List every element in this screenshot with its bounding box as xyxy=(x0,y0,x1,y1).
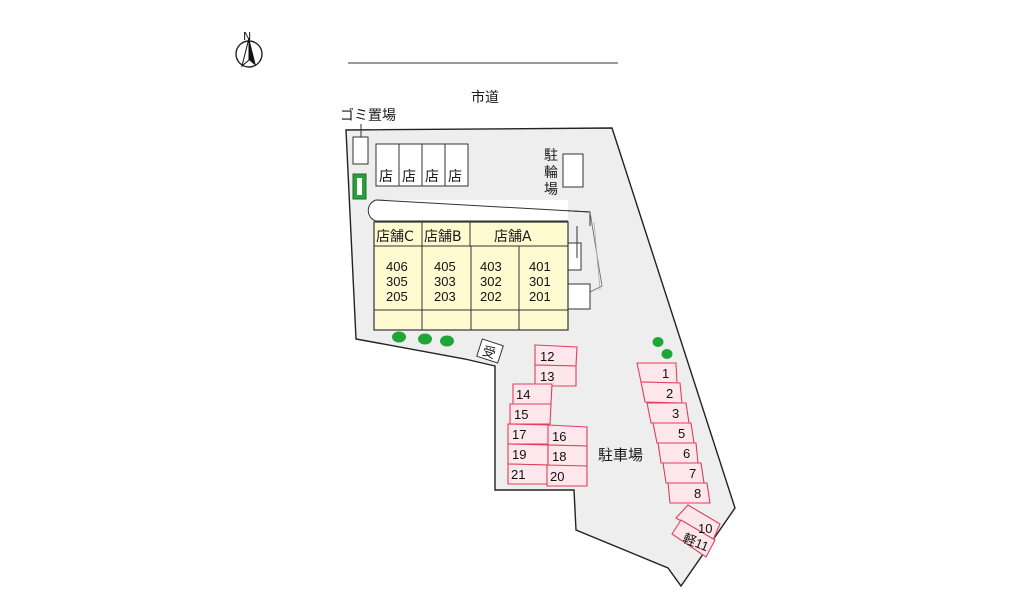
stall-7: 7 xyxy=(689,466,696,481)
unit-203: 203 xyxy=(434,289,456,304)
parking-stall xyxy=(657,442,699,464)
parking-stall xyxy=(534,364,577,387)
parking-stall xyxy=(509,403,552,425)
parking-stall xyxy=(636,362,678,384)
small-shop-label-3: 店 xyxy=(425,169,439,185)
bike-parking-char-3: 場 xyxy=(544,182,558,198)
right-parking-stalls xyxy=(636,362,721,558)
unit-302: 302 xyxy=(480,274,502,289)
reception-mark-label: 受 xyxy=(480,344,497,362)
tree-icon xyxy=(418,333,432,345)
stall-5: 5 xyxy=(678,426,685,441)
tree-icon xyxy=(392,331,406,343)
stall-14: 14 xyxy=(516,387,530,402)
stall-15: 15 xyxy=(514,407,528,422)
tree-icon xyxy=(661,349,673,359)
parking-stall xyxy=(546,464,588,487)
unit-401: 401 xyxy=(529,259,551,274)
main-building: 店舗C 店舗B 店舗A 406 305 205 405 303 203 403 … xyxy=(373,221,569,331)
shop-a-label: 店舗A xyxy=(494,229,532,245)
unit-403: 403 xyxy=(480,259,502,274)
parking-stall xyxy=(652,422,695,444)
stall-10: 10 xyxy=(698,521,712,536)
road-label: 市道 xyxy=(471,89,499,106)
trees xyxy=(392,331,673,359)
shop-c-label: 店舗C xyxy=(376,229,414,245)
unit-205: 205 xyxy=(386,289,408,304)
stall-6: 6 xyxy=(683,446,690,461)
bike-parking-char-2: 輪 xyxy=(544,164,558,181)
stall-19: 19 xyxy=(512,447,526,462)
stall-8: 8 xyxy=(694,486,701,501)
small-shop-row: 店 店 店 店 xyxy=(375,143,469,187)
reception-mark: 受 xyxy=(476,338,504,364)
small-shop-label-1: 店 xyxy=(379,169,393,185)
stall-1: 1 xyxy=(662,366,669,381)
stall-16: 16 xyxy=(552,429,566,444)
tree-icon xyxy=(652,337,664,347)
stall-12: 12 xyxy=(540,349,554,364)
compass-north-arrow-icon: N xyxy=(235,30,263,68)
parking-stall xyxy=(640,381,683,404)
garbage-label: ゴミ置場 xyxy=(340,107,396,124)
unit-303: 303 xyxy=(434,274,456,289)
stall-3: 3 xyxy=(672,406,679,421)
parking-stall xyxy=(667,482,711,504)
small-shop-label-2: 店 xyxy=(402,169,416,185)
left-parking-stalls xyxy=(507,344,588,487)
small-shop-label-4: 店 xyxy=(448,169,462,185)
bike-parking-char-1: 駐 xyxy=(544,148,558,164)
compass-north-label: N xyxy=(243,30,251,43)
entry-block xyxy=(567,283,591,310)
parking-stall xyxy=(671,519,716,558)
parking-stall xyxy=(646,402,690,424)
unit-201: 201 xyxy=(529,289,551,304)
stall-18: 18 xyxy=(552,449,566,464)
unit-405: 405 xyxy=(434,259,456,274)
tree-icon xyxy=(440,335,454,347)
unit-305: 305 xyxy=(386,274,408,289)
stall-13: 13 xyxy=(540,369,554,384)
bike-parking: 駐 輪 場 xyxy=(544,148,584,198)
unit-406: 406 xyxy=(386,259,408,274)
stall-17: 17 xyxy=(512,427,526,442)
stall-2: 2 xyxy=(666,386,673,401)
stall-20: 20 xyxy=(550,469,564,484)
parking-label: 駐車場 xyxy=(598,446,643,464)
shop-b-label: 店舗B xyxy=(424,229,462,245)
garbage-station xyxy=(352,136,369,165)
stall-21: 21 xyxy=(511,467,525,482)
unit-202: 202 xyxy=(480,289,502,304)
unit-301: 301 xyxy=(529,274,551,289)
parking-stall xyxy=(662,462,705,484)
